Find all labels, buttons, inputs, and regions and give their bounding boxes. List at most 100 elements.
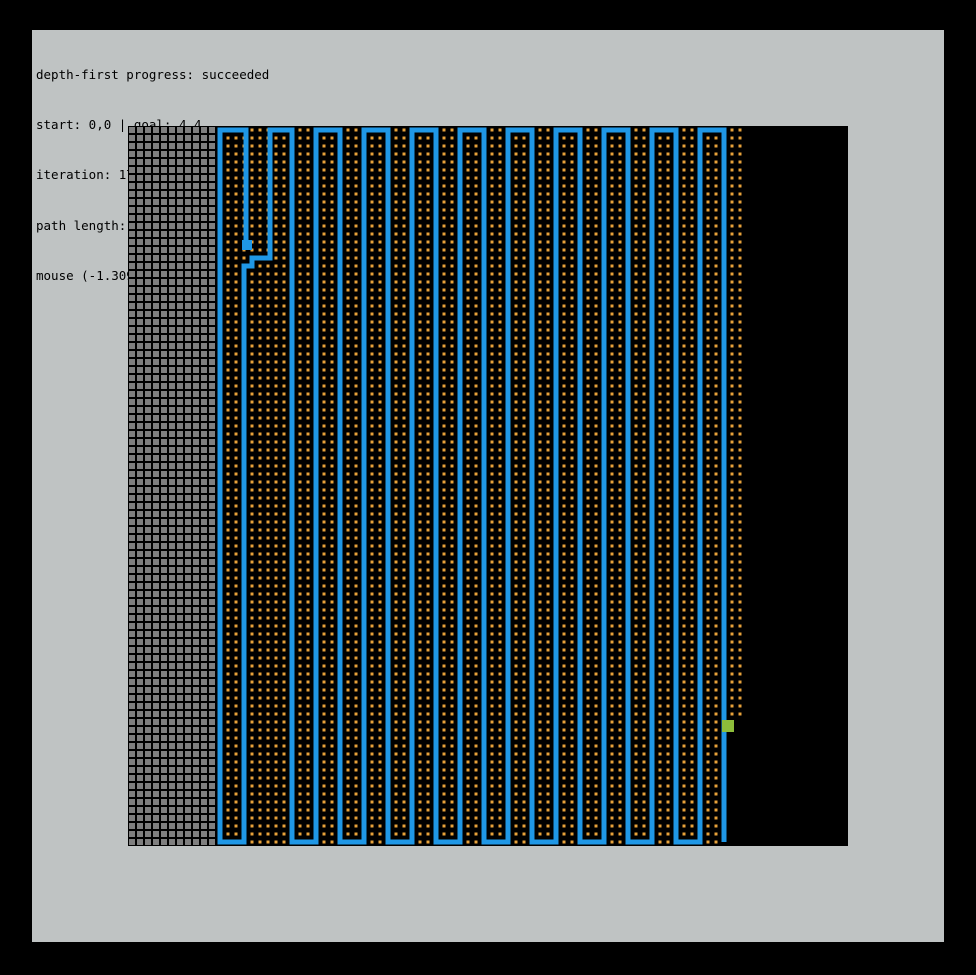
frontier-cell (234, 576, 238, 580)
frontier-cell (266, 592, 270, 596)
frontier-cell (354, 760, 358, 764)
frontier-cell (562, 776, 566, 780)
frontier-cell (354, 344, 358, 348)
frontier-cell (266, 768, 270, 772)
frontier-cell (226, 200, 230, 204)
frontier-cell (466, 544, 470, 548)
frontier-cell (426, 248, 430, 252)
frontier-cell (402, 416, 406, 420)
unvisited-cell (169, 495, 175, 501)
unvisited-cell (161, 199, 167, 205)
frontier-cell (498, 240, 502, 244)
unvisited-cell (201, 791, 207, 797)
unvisited-cell (153, 207, 159, 213)
frontier-cell (394, 568, 398, 572)
frontier-cell (258, 552, 262, 556)
frontier-cell (490, 832, 494, 836)
frontier-cell (354, 544, 358, 548)
unvisited-cell (161, 711, 167, 717)
frontier-cell (402, 224, 406, 228)
frontier-cell (298, 784, 302, 788)
frontier-cell (418, 480, 422, 484)
frontier-cell (250, 304, 254, 308)
frontier-cell (466, 816, 470, 820)
unvisited-cell (161, 207, 167, 213)
frontier-cell (322, 728, 326, 732)
frontier-cell (258, 168, 262, 172)
frontier-cell (258, 432, 262, 436)
unvisited-cell (161, 151, 167, 157)
unvisited-cell (129, 223, 135, 229)
unvisited-cell (169, 343, 175, 349)
frontier-cell (538, 576, 542, 580)
unvisited-cell (209, 631, 215, 637)
frontier-cell (490, 648, 494, 652)
frontier-cell (546, 648, 550, 652)
unvisited-cell (177, 287, 183, 293)
unvisited-cell (161, 159, 167, 165)
frontier-cell (234, 368, 238, 372)
frontier-cell (298, 384, 302, 388)
unvisited-cell (177, 463, 183, 469)
frontier-cell (562, 584, 566, 588)
frontier-cell (330, 360, 334, 364)
frontier-cell (346, 448, 350, 452)
frontier-cell (514, 720, 518, 724)
unvisited-cell (209, 623, 215, 629)
frontier-cell (226, 672, 230, 676)
frontier-cell (490, 584, 494, 588)
frontier-cell (306, 824, 310, 828)
frontier-cell (306, 200, 310, 204)
frontier-cell (274, 240, 278, 244)
unvisited-cell (153, 471, 159, 477)
frontier-cell (546, 376, 550, 380)
unvisited-cell (209, 783, 215, 789)
frontier-cell (442, 200, 446, 204)
frontier-cell (514, 272, 518, 276)
unvisited-cell (209, 191, 215, 197)
unvisited-cell (193, 559, 199, 565)
frontier-cell (274, 400, 278, 404)
frontier-cell (306, 776, 310, 780)
search-grid-canvas[interactable] (128, 126, 848, 846)
frontier-cell (498, 296, 502, 300)
frontier-cell (298, 768, 302, 772)
frontier-cell (418, 424, 422, 428)
unvisited-cell (153, 263, 159, 269)
frontier-cell (426, 704, 430, 708)
frontier-cell (234, 384, 238, 388)
frontier-cell (234, 472, 238, 476)
unvisited-cell (185, 767, 191, 773)
frontier-cell (250, 328, 254, 332)
frontier-cell (474, 648, 478, 652)
frontier-cell (258, 264, 262, 268)
unvisited-cell (209, 159, 215, 165)
frontier-cell (394, 672, 398, 676)
frontier-cell (250, 840, 254, 844)
frontier-cell (250, 640, 254, 644)
frontier-cell (226, 392, 230, 396)
unvisited-cell (169, 311, 175, 317)
frontier-cell (354, 808, 358, 812)
frontier-cell (370, 232, 374, 236)
unvisited-cell (129, 687, 135, 693)
frontier-cell (322, 736, 326, 740)
unvisited-cell (137, 287, 143, 293)
frontier-cell (234, 544, 238, 548)
frontier-cell (274, 384, 278, 388)
unvisited-cell (209, 807, 215, 813)
frontier-cell (282, 136, 286, 140)
unvisited-cell (153, 327, 159, 333)
unvisited-cell (209, 415, 215, 421)
frontier-cell (474, 280, 478, 284)
frontier-cell (330, 520, 334, 524)
frontier-cell (378, 168, 382, 172)
frontier-cell (498, 656, 502, 660)
unvisited-cell (137, 447, 143, 453)
frontier-cell (354, 552, 358, 556)
unvisited-cell (177, 199, 183, 205)
frontier-cell (330, 576, 334, 580)
frontier-cell (570, 840, 574, 844)
frontier-cell (498, 792, 502, 796)
frontier-cell (490, 440, 494, 444)
